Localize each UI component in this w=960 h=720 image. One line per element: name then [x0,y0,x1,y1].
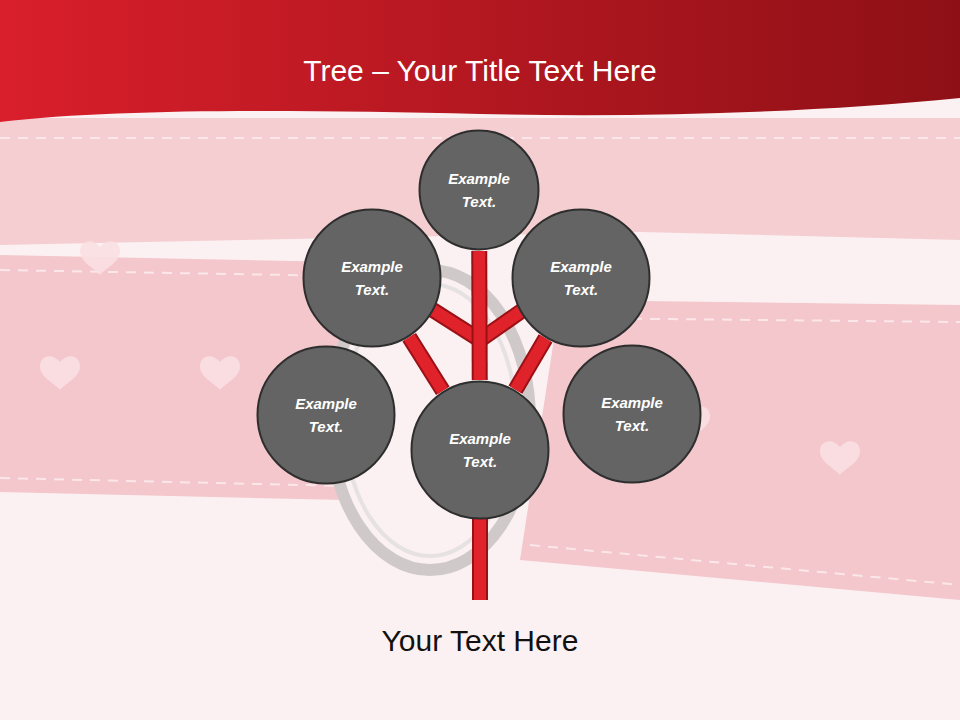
tree-branch [515,338,545,389]
circle-shape [258,347,395,484]
branch-fill [515,338,545,389]
circle-outline [418,129,540,251]
circle-node: Example Text. [511,208,651,348]
tree-branch [479,251,480,380]
branch-outline [409,337,443,390]
circle-outline [562,344,702,484]
circle-shape [412,382,549,519]
branch-fill [473,251,485,380]
node-label: Example Text. [286,392,366,438]
circle-shape [304,210,441,347]
circle-node: Example Text. [302,208,442,348]
circle-outline [302,208,442,348]
branch-outline [471,251,487,380]
circle-node: Example Text. [410,380,550,520]
circle-shape [564,346,701,483]
slide-title: Tree – Your Title Text Here [0,54,960,88]
circle-outline [511,208,651,348]
circle-node: Example Text. [418,129,540,251]
slide-caption: Your Text Here [0,624,960,658]
circle-shape [513,210,650,347]
circle-shape [420,131,539,250]
node-label: Example Text. [592,391,672,437]
branch-fill [409,337,443,390]
node-label: Example Text. [440,427,520,473]
node-label: Example Text. [332,255,412,301]
circle-outline [410,380,550,520]
belt-illustration [0,118,960,600]
circle-node: Example Text. [256,345,396,485]
tree-branch [409,337,443,390]
branch-outline [515,338,545,389]
title-banner [0,0,960,122]
circle-node: Example Text. [562,344,702,484]
node-label: Example Text. [439,167,519,213]
circle-outline [256,345,396,485]
node-label: Example Text. [541,255,621,301]
